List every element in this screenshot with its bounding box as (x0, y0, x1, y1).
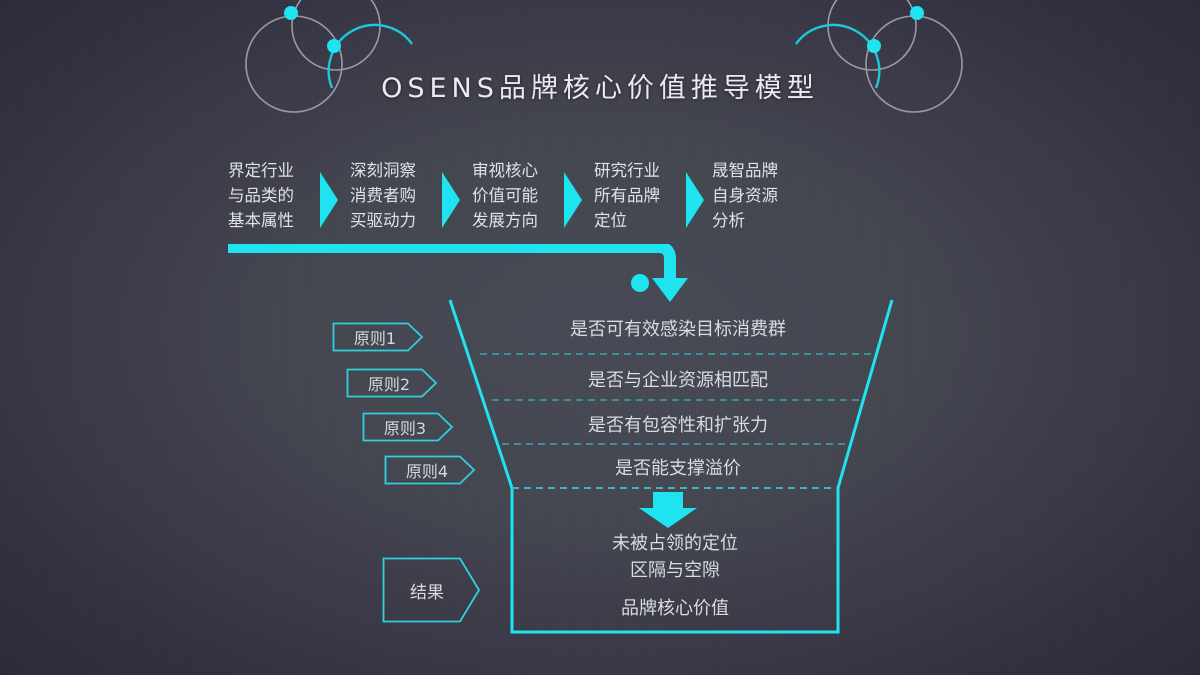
pentagon-outline (384, 455, 476, 485)
outcome-line: 未被占领的定位 (612, 533, 738, 554)
flow-connector-arrow (228, 244, 688, 302)
process-step: 深刻洞察 消费者购 买驱动力 (350, 158, 416, 233)
step-line: 定位 (594, 211, 627, 230)
process-step: 晟智品牌 自身资源 分析 (712, 158, 778, 233)
principle-label-text: 原则4 (405, 462, 449, 481)
principle-label[interactable]: 原则2 (346, 368, 438, 398)
step-line: 发展方向 (472, 211, 538, 230)
step-line: 所有品牌 (594, 186, 660, 205)
process-step: 研究行业 所有品牌 定位 (594, 158, 660, 233)
step-line: 自身资源 (712, 186, 778, 205)
principle-text: 是否有包容性和扩张力 (588, 415, 768, 436)
principle-label-text: 原则2 (367, 375, 411, 394)
step-line: 界定行业 (228, 161, 294, 180)
arrow-down-icon (639, 492, 697, 528)
chevron-right-icon (320, 172, 338, 228)
result-label-text: 结果 (410, 582, 444, 603)
pentagon-outline (332, 322, 424, 352)
principle-label-text: 原则3 (383, 419, 427, 438)
pentagon-outline (346, 368, 438, 398)
outcome-line: 区隔与空隙 (630, 560, 720, 581)
step-line: 深刻洞察 (350, 161, 416, 180)
principle-text: 是否能支撑溢价 (615, 458, 741, 479)
principle-label[interactable]: 原则3 (362, 412, 454, 442)
principle-text: 是否可有效感染目标消费群 (570, 319, 786, 340)
principle-label-text: 原则1 (353, 329, 397, 348)
step-line: 审视核心 (472, 161, 538, 180)
pentagon-outline (382, 557, 481, 623)
step-line: 与品类的 (228, 186, 294, 205)
pentagon-outline (362, 412, 454, 442)
step-line: 晟智品牌 (712, 161, 778, 180)
step-line: 买驱动力 (350, 211, 416, 230)
result-label[interactable]: 结果 (382, 557, 482, 623)
process-step: 界定行业 与品类的 基本属性 (228, 158, 294, 233)
step-line: 价值可能 (472, 186, 538, 205)
principle-label[interactable]: 原则1 (332, 322, 424, 352)
funnel-right-edge (836, 299, 894, 489)
step-line: 分析 (712, 211, 745, 230)
funnel-left-edge (448, 299, 514, 489)
step-line: 研究行业 (594, 161, 660, 180)
principle-text: 是否与企业资源相匹配 (588, 370, 768, 391)
process-step: 审视核心 价值可能 发展方向 (472, 158, 538, 233)
step-line: 消费者购 (350, 186, 416, 205)
result-box (510, 488, 840, 634)
chevron-right-icon (686, 172, 704, 228)
step-line: 基本属性 (228, 211, 294, 230)
outcome-line: 品牌核心价值 (621, 598, 729, 619)
chevron-right-icon (564, 172, 582, 228)
chevron-right-icon (442, 172, 460, 228)
page-title: OSENS品牌核心价值推导模型 (381, 73, 819, 104)
principle-label[interactable]: 原则4 (384, 455, 476, 485)
